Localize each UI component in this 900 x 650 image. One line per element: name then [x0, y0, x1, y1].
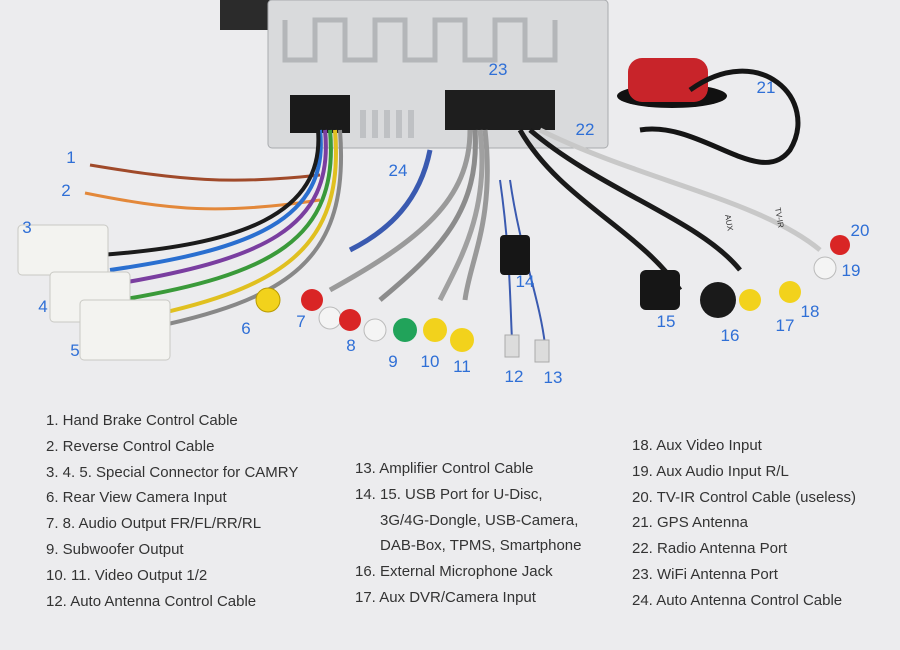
callout-15: 15	[656, 312, 676, 331]
legend-item: 7. 8. Audio Output FR/FL/RR/RL	[46, 515, 262, 533]
legend-item-continuation: DAB-Box, TPMS, Smartphone	[380, 537, 582, 555]
callout-18: 18	[800, 302, 820, 321]
legend-item: 14. 15. USB Port for U-Disc,	[355, 485, 543, 503]
callout-21: 21	[756, 78, 776, 97]
legend-item: 19. Aux Audio Input R/L	[632, 462, 789, 480]
legend-item: 17. Aux DVR/Camera Input	[355, 588, 536, 606]
callout-2: 2	[61, 181, 71, 200]
legend-column-3: 18. Aux Video Input 19. Aux Audio Input …	[632, 433, 856, 614]
aux-cable-label: AUX	[723, 214, 735, 232]
callout-6: 6	[241, 319, 251, 338]
camry-connectors	[17, 224, 171, 361]
callout-5: 5	[70, 341, 80, 360]
legend-item: 20. TV-IR Control Cable (useless)	[632, 488, 856, 506]
legend-item: 13. Amplifier Control Cable	[355, 460, 534, 477]
legend-item-continuation: 3G/4G-Dongle, USB-Camera,	[380, 511, 579, 529]
cable-labels: AUX TV-IR	[723, 207, 785, 232]
legend-item: 24. Auto Antenna Control Cable	[632, 591, 843, 609]
callout-12: 12	[504, 367, 524, 386]
legend-item: 22. Radio Antenna Port	[632, 540, 788, 558]
legend-item: 10. 11. Video Output 1/2	[46, 566, 208, 584]
callout-23: 23	[488, 60, 508, 79]
callout-19: 19	[841, 261, 861, 280]
callout-11: 11	[453, 357, 471, 376]
gps-antenna	[617, 58, 801, 165]
legend-item: 2. Reverse Control Cable	[46, 437, 215, 455]
callout-24: 24	[388, 161, 408, 180]
legend-column-2: 13. Amplifier Control Cable 14. 15. USB …	[355, 456, 581, 611]
tv-ir-cable-label: TV-IR	[773, 207, 785, 229]
callout-13: 13	[543, 368, 563, 387]
wiring-harness-photo: AUX TV-IR	[17, 0, 850, 363]
callout-7: 7	[296, 312, 306, 331]
legend-item: 3. 4. 5. Special Connector for CAMRY	[46, 463, 299, 481]
callout-9: 9	[388, 352, 398, 371]
usb-and-mic	[500, 235, 736, 363]
callout-20: 20	[850, 221, 870, 240]
legend-item: 23. WiFi Antenna Port	[632, 565, 778, 583]
legend-item: 16. External Microphone Jack	[355, 563, 553, 581]
legend-item: 6. Rear View Camera Input	[46, 489, 227, 507]
callout-8: 8	[346, 336, 356, 355]
legend-item: 9. Subwoofer Output	[46, 540, 184, 558]
legend-item: 12. Auto Antenna Control Cable	[46, 592, 257, 610]
legend-item: 18. Aux Video Input	[632, 437, 762, 454]
legend-column-1: 1. Hand Brake Control Cable 2. Reverse C…	[46, 408, 298, 614]
callout-1: 1	[66, 148, 76, 167]
harness-wires	[99, 129, 343, 332]
callout-4: 4	[38, 297, 48, 316]
callout-16: 16	[720, 326, 740, 345]
callout-17: 17	[775, 316, 795, 335]
callout-22: 22	[575, 120, 595, 139]
head-unit-chassis	[220, 0, 609, 149]
callout-3: 3	[22, 218, 32, 237]
legend-item: 1. Hand Brake Control Cable	[46, 412, 238, 429]
rca-plugs	[255, 235, 850, 352]
callout-14: 14	[515, 272, 535, 291]
callout-10: 10	[420, 352, 440, 371]
legend-item: 21. GPS Antenna	[632, 514, 748, 532]
